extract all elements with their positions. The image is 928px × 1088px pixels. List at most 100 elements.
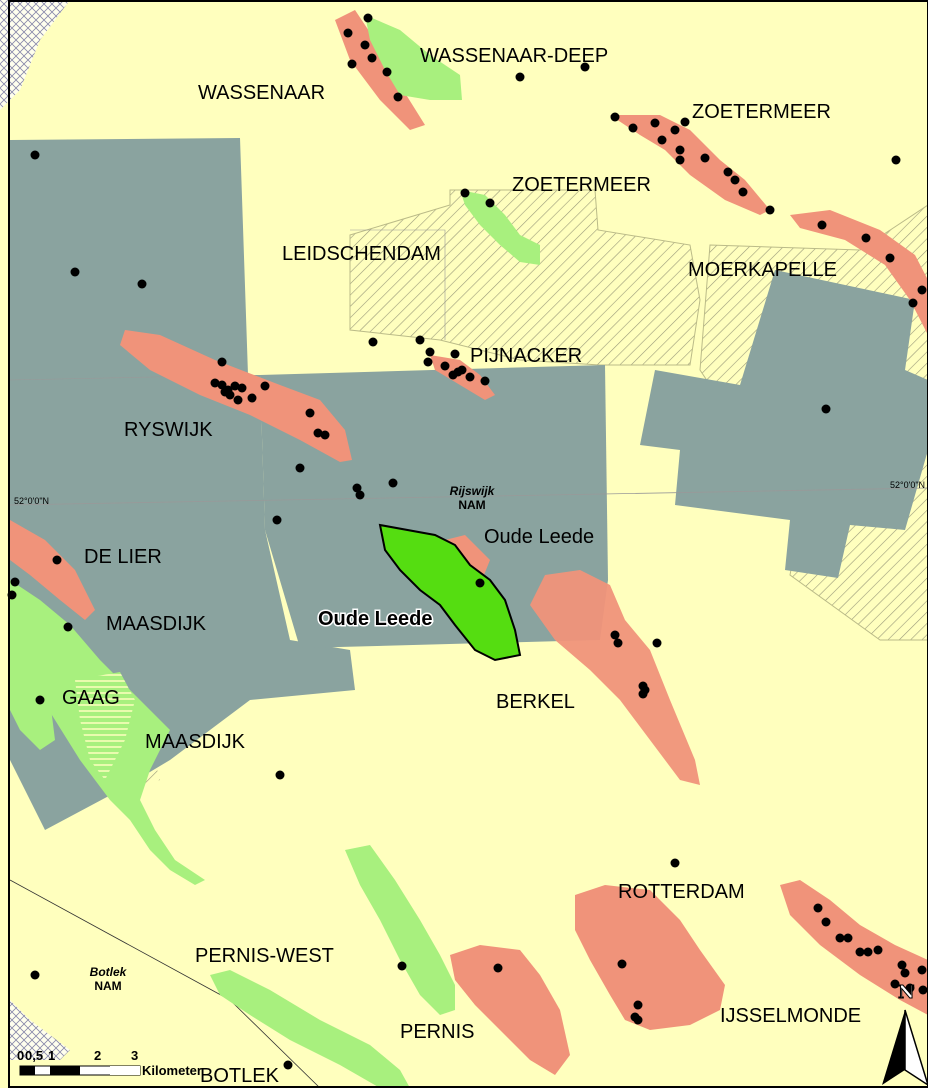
well-marker [272, 515, 282, 525]
well-marker [220, 387, 230, 397]
well-marker [817, 220, 827, 230]
field-ijsselmonde-gas [780, 880, 928, 1015]
well-marker [730, 175, 740, 185]
well-marker [355, 490, 365, 500]
well-marker [283, 1060, 293, 1070]
well-marker [230, 381, 240, 391]
scale-tick-05: 0,5 [25, 1048, 43, 1063]
field-zoetermeer-oil [460, 190, 540, 265]
scale-bar: 0 0,5 1 2 3 Kilometer [17, 1048, 202, 1078]
well-marker [633, 1015, 643, 1025]
well-marker [388, 478, 398, 488]
field-botlek-oil [210, 970, 410, 1088]
well-marker [440, 361, 450, 371]
field-pernis-gas [450, 945, 570, 1075]
well-marker [480, 376, 490, 386]
well-marker [35, 695, 45, 705]
label-ryswijk: RYSWIJK [124, 419, 213, 441]
well-marker [835, 933, 845, 943]
well-marker [363, 13, 373, 23]
well-marker [475, 578, 485, 588]
well-marker [368, 337, 378, 347]
well-marker [617, 959, 627, 969]
river-bank-area [10, 1000, 70, 1060]
well-marker [233, 395, 243, 405]
well-marker [423, 357, 433, 367]
label-zoetermeer-1: ZOETERMEER [692, 101, 831, 123]
north-label: N [898, 982, 914, 1003]
graticule-label-right: 52°0'0"N [890, 480, 925, 490]
well-marker [680, 117, 690, 127]
well-marker [425, 347, 435, 357]
field-pernis-west-oil [345, 845, 455, 1015]
field-oude-leede-highlight[interactable] [378, 523, 522, 662]
well-marker [367, 53, 377, 63]
label-oude-leede-gas: Oude Leede [484, 526, 594, 548]
well-marker [360, 40, 370, 50]
well-marker [917, 965, 927, 975]
map-frame [8, 0, 928, 1088]
label-pernis: PERNIS [400, 1021, 474, 1043]
field-moerkapelle-gas [790, 210, 928, 335]
well-marker [485, 198, 495, 208]
field-wassenaar-gas [335, 10, 425, 130]
well-marker [415, 335, 425, 345]
well-marker [305, 408, 315, 418]
well-marker [821, 917, 831, 927]
well-marker [861, 233, 871, 243]
label-de-lier: DE LIER [84, 546, 162, 568]
label-wassenaar-deep: WASSENAAR-DEEP [420, 45, 608, 67]
well-marker [613, 638, 623, 648]
label-leidschendam: LEIDSCHENDAM [282, 243, 441, 265]
well-marker [10, 577, 20, 587]
well-marker [63, 622, 73, 632]
well-marker [457, 365, 467, 375]
label-gaag: GAAG [62, 687, 120, 709]
well-marker [352, 483, 362, 493]
well-marker [260, 381, 270, 391]
well-marker [891, 155, 901, 165]
well-marker [723, 167, 733, 177]
well-marker [670, 858, 680, 868]
well-marker [465, 372, 475, 382]
well-marker [738, 187, 748, 197]
well-marker [905, 983, 915, 993]
well-marker [320, 430, 330, 440]
well-marker [765, 205, 775, 215]
well-marker [885, 253, 895, 263]
field-de-lier-gas [10, 520, 95, 620]
label-pernis-west: PERNIS-WEST [195, 945, 334, 967]
field-rotterdam-gas [575, 885, 725, 1030]
well-marker [493, 963, 503, 973]
label-ijsselmonde: IJSSELMONDE [720, 1005, 861, 1027]
label-maasdijk-1: MAASDIJK [106, 613, 207, 635]
label-botlek: BOTLEK [200, 1065, 280, 1087]
well-marker [873, 945, 883, 955]
well-marker [670, 125, 680, 135]
scale-tick-0: 0 [17, 1048, 24, 1063]
well-marker [675, 155, 685, 165]
well-marker [460, 188, 470, 198]
well-marker [675, 145, 685, 155]
scale-tick-1: 1 [48, 1048, 55, 1063]
well-marker [855, 947, 865, 957]
label-zoetermeer-2: ZOETERMEER [512, 174, 651, 196]
field-gaag-hatched [75, 672, 135, 780]
well-marker [397, 961, 407, 971]
well-marker [813, 903, 823, 913]
graticule-line [9, 487, 928, 506]
label-rotterdam: ROTTERDAM [618, 881, 745, 903]
well-marker [30, 150, 40, 160]
well-marker [918, 985, 928, 995]
well-marker [917, 285, 927, 295]
label-oude-leede-main: Oude Leede [318, 608, 432, 630]
label-pijnacker: PIJNACKER [470, 345, 582, 367]
field-gaag-oil [10, 650, 55, 750]
well-marker [210, 378, 220, 388]
hatched-license-leidschendam [349, 189, 701, 366]
well-marker [700, 153, 710, 163]
well-marker [657, 135, 667, 145]
field-zoetermeer-gas [610, 115, 770, 215]
well-marker [52, 555, 62, 565]
